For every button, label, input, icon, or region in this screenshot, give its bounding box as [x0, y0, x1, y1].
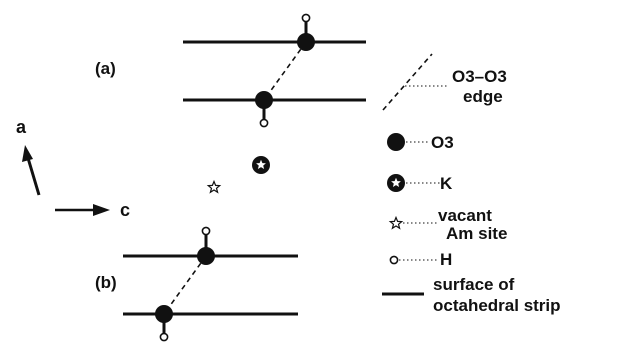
o3-atom-a-lower — [255, 91, 273, 109]
legend-h-label: H — [440, 250, 453, 269]
o3-atom-b-lower — [155, 305, 173, 323]
legend-surface-label-line2: octahedral strip — [433, 296, 561, 315]
legend-edge-label-line2: edge — [463, 87, 503, 106]
axis-c-label: c — [120, 200, 131, 220]
legend-k-key — [387, 174, 440, 192]
panel-a-structure — [183, 13, 366, 128]
legend-k-label: K — [440, 174, 453, 193]
vacant-am-site-star — [206, 179, 222, 194]
legend-edge-key — [382, 53, 448, 111]
legend-o3-label: O3 — [431, 133, 454, 152]
o3-o3-edge-b — [163, 255, 207, 315]
o3-atom-a-upper — [297, 33, 315, 51]
axis-a-arrow — [22, 145, 41, 196]
legend-edge-label-line1: O3–O3 — [452, 67, 507, 86]
panel-b-label: (b) — [95, 273, 117, 292]
h-atom-b-upper — [201, 226, 211, 236]
h-atom-a-upper — [301, 13, 311, 23]
h-atom-a-lower — [259, 118, 269, 128]
panel-a-label: (a) — [95, 59, 116, 78]
legend-vacant-label-line1: vacant — [438, 206, 492, 225]
legend-vacant-key — [388, 215, 437, 230]
o3-atom-b-upper — [197, 247, 215, 265]
o3-o3-edge-a — [263, 41, 307, 101]
legend-surface-label-line1: surface of — [433, 275, 515, 294]
legend-o3-key — [387, 133, 430, 151]
legend-vacant-label-line2: Am site — [446, 224, 508, 243]
axis-a-label: a — [16, 117, 27, 137]
panel-b-structure — [123, 226, 298, 342]
axis-c-arrow — [55, 204, 110, 216]
h-atom-b-lower — [159, 332, 169, 342]
legend-h-key — [389, 255, 438, 265]
k-atom-center — [252, 156, 270, 174]
